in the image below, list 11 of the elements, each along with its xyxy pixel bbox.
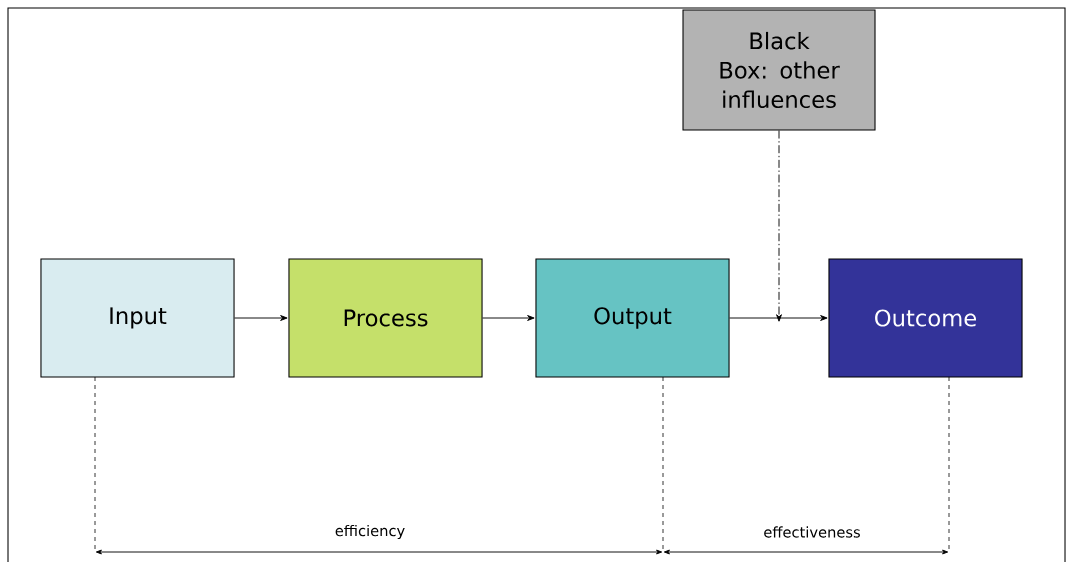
process-box: Outcome (828, 258, 1023, 378)
dimension-label: effectiveness (764, 526, 860, 538)
process-box: Process (288, 258, 483, 378)
arrow (234, 315, 288, 321)
arrow (776, 130, 782, 322)
process-box: Output (535, 258, 730, 378)
process-box: Input (40, 258, 235, 378)
arrow (729, 315, 828, 321)
arrow (482, 315, 535, 321)
dimension-label: efficiency (335, 524, 405, 540)
influence-box: Black Box: other influences (682, 9, 876, 131)
